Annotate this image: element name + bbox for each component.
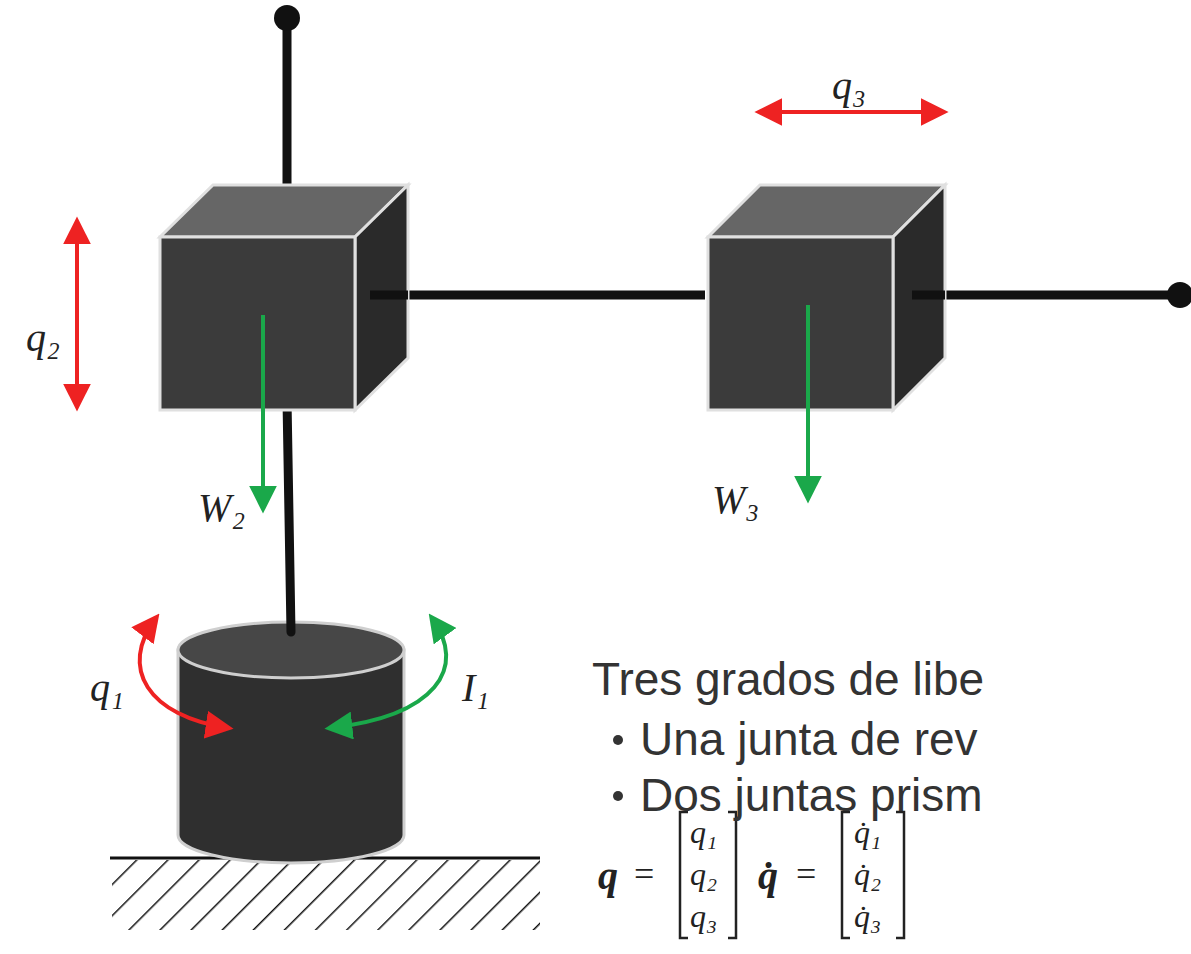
vector-entry: q₂ — [690, 858, 717, 890]
joint-variable: q₂ — [26, 318, 60, 358]
equals-sign: = — [634, 856, 654, 892]
prismatic-arrow — [75, 222, 79, 406]
prismatic-arrow — [760, 110, 943, 114]
vector-symbol: q̇ — [758, 856, 778, 896]
vector-entry: q̇₃ — [854, 900, 881, 932]
bullet-text: Una junta de rev — [640, 716, 978, 762]
vector-entry: q̇₂ — [854, 858, 881, 890]
vector-entry: q₁ — [690, 816, 717, 848]
matrix-bracket — [896, 812, 904, 938]
inertia-label: I₁ — [462, 668, 489, 708]
matrix-bracket — [680, 812, 688, 938]
link-rod — [283, 20, 292, 205]
cube-front — [160, 237, 355, 410]
equals-sign: = — [796, 856, 816, 892]
link-rod — [912, 291, 945, 300]
revolute-arrow — [140, 618, 228, 728]
bullet — [613, 791, 623, 801]
weight-label: W₃ — [712, 480, 759, 520]
vector-entry: q₃ — [690, 900, 717, 932]
link-rod — [912, 291, 1178, 300]
link-end — [274, 5, 300, 31]
weight-arrow — [806, 305, 810, 498]
joint-variable: q₃ — [832, 66, 866, 106]
cube-front — [708, 237, 893, 410]
matrix-bracket — [842, 812, 850, 938]
cube-side — [893, 185, 945, 410]
vector-entry: q̇₁ — [854, 816, 881, 848]
matrix-bracket — [728, 812, 736, 938]
link-end — [1167, 282, 1191, 308]
inertia-arrow — [330, 618, 446, 728]
ground-hatching — [112, 860, 540, 930]
bullet-text: Dos juntas prism — [640, 772, 983, 818]
vector-symbol: q — [598, 856, 618, 896]
link-rod — [287, 400, 291, 632]
base-cylinder — [178, 650, 404, 863]
link-rod — [370, 291, 705, 300]
bullet — [613, 735, 623, 745]
heading-text: Tres grados de libe — [592, 656, 984, 702]
cube-side — [355, 185, 408, 410]
weight-arrow — [261, 315, 265, 508]
link-rod — [370, 291, 408, 300]
joint-variable: q₁ — [90, 668, 124, 708]
weight-label: W₂ — [198, 488, 245, 528]
